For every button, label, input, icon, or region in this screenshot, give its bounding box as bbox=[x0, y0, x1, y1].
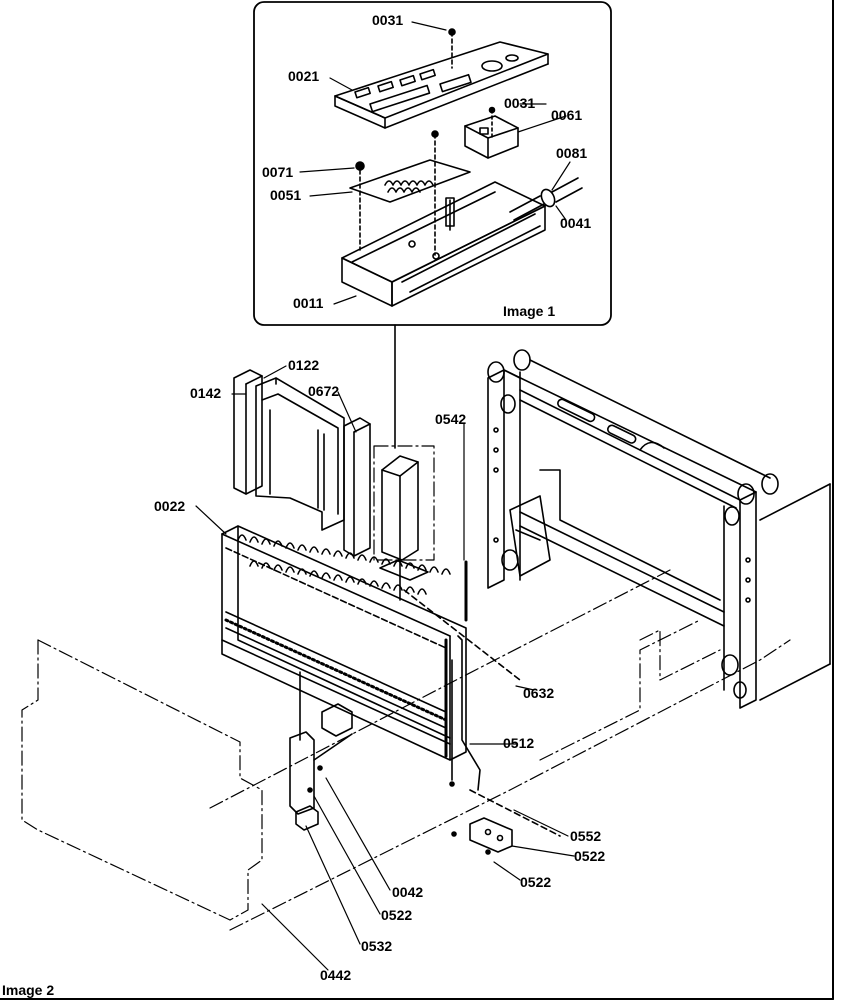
part-0051-board bbox=[349, 130, 471, 256]
callout-0021: 0021 bbox=[288, 68, 319, 84]
callout-0142: 0142 bbox=[190, 385, 221, 401]
callout-0081: 0081 bbox=[556, 145, 587, 161]
callout-0512: 0512 bbox=[503, 735, 534, 751]
callout-0552: 0552 bbox=[570, 828, 601, 844]
part-0142-strip bbox=[233, 369, 263, 495]
part-0021-cover bbox=[334, 28, 549, 129]
callout-0522-left: 0522 bbox=[381, 907, 412, 923]
callout-0041: 0041 bbox=[560, 215, 591, 231]
callout-0522-lower: 0522 bbox=[520, 874, 551, 890]
cabinet-left-wall bbox=[21, 639, 263, 921]
callout-0522-right: 0522 bbox=[574, 848, 605, 864]
part-0022-front-panel bbox=[221, 525, 467, 761]
control-housing bbox=[373, 445, 435, 601]
callout-0632: 0632 bbox=[523, 685, 554, 701]
callout-0542: 0542 bbox=[435, 411, 466, 427]
callout-0532: 0532 bbox=[361, 938, 392, 954]
inset-title: Image 1 bbox=[503, 303, 555, 319]
rods-and-wires bbox=[403, 560, 561, 837]
callout-0011: 0011 bbox=[293, 295, 324, 311]
inset-leader-lines bbox=[299, 21, 571, 305]
part-0081-fitting bbox=[509, 177, 583, 221]
callout-0031-switch: 0031 bbox=[504, 95, 535, 111]
callout-0442: 0442 bbox=[320, 967, 351, 983]
callout-0031-top: 0031 bbox=[372, 12, 403, 28]
callout-labels: 0031 0021 0031 0061 0071 0081 0051 0041 … bbox=[2, 12, 605, 998]
part-0552-bracket bbox=[451, 817, 513, 855]
callout-0672: 0672 bbox=[308, 383, 339, 399]
part-0011-housing bbox=[341, 181, 546, 307]
callout-0042: 0042 bbox=[392, 884, 423, 900]
page-frame bbox=[0, 0, 834, 1000]
part-0042-switch-assembly bbox=[289, 671, 353, 831]
cabinet-right-frame bbox=[487, 349, 831, 709]
part-0122-panel bbox=[255, 377, 345, 531]
callout-0051: 0051 bbox=[270, 187, 301, 203]
callout-0122: 0122 bbox=[288, 357, 319, 373]
callout-0061: 0061 bbox=[551, 107, 582, 123]
inset-frame bbox=[253, 1, 612, 326]
main-leader-lines bbox=[195, 365, 575, 971]
part-0672-strip bbox=[343, 417, 371, 557]
callout-0022: 0022 bbox=[154, 498, 185, 514]
page-title: Image 2 bbox=[2, 982, 54, 998]
part-0061-switch bbox=[464, 106, 519, 159]
callout-0071: 0071 bbox=[262, 164, 293, 180]
drawer-floor-lines bbox=[209, 569, 791, 931]
